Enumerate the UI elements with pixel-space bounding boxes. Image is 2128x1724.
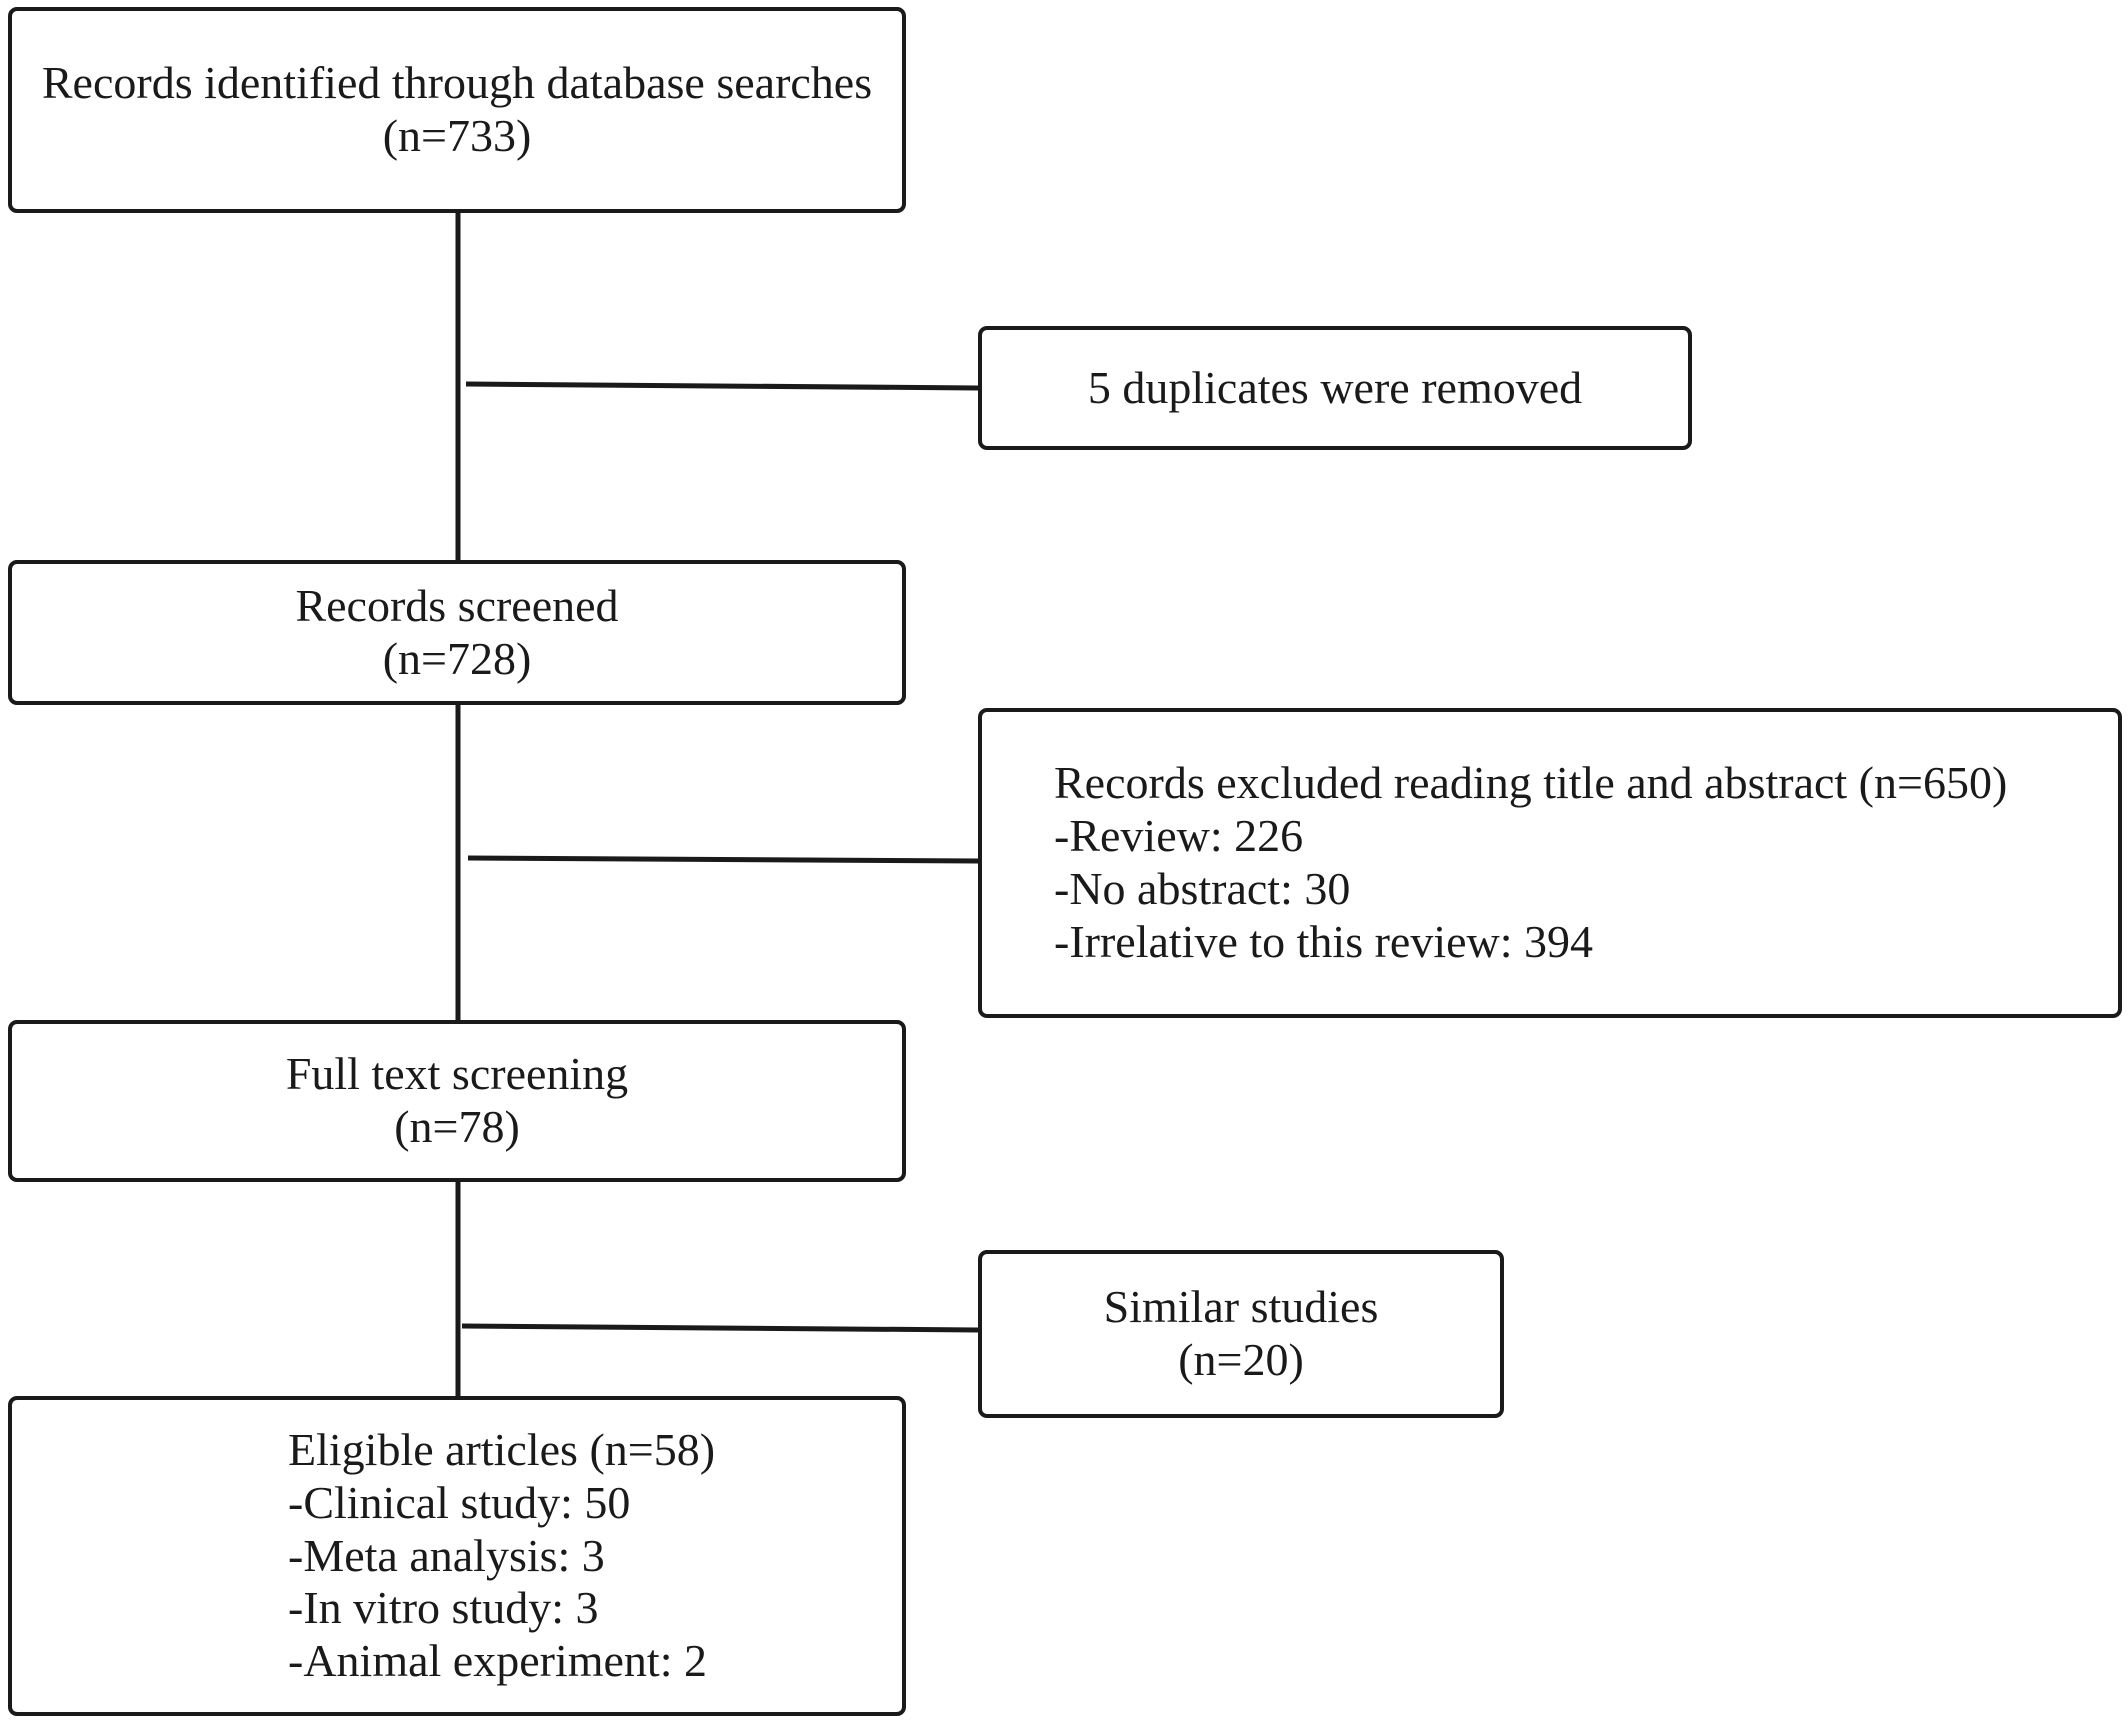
- records-screened-box: Records screened (n=728): [8, 560, 906, 705]
- eligible-clinical-item: -Clinical study: 50: [288, 1476, 631, 1528]
- records-screened-label: Records screened: [295, 579, 619, 631]
- records-excluded-label: Records excluded reading title and abstr…: [1054, 757, 2008, 809]
- records-identified-label: Records identified through database sear…: [41, 57, 873, 109]
- eligible-animal-item: -Animal experiment: 2: [288, 1635, 707, 1687]
- similar-studies-label: Similar studies: [1103, 1281, 1379, 1333]
- eligible-in-vitro-item: -In vitro study: 3: [288, 1582, 599, 1634]
- full-text-screening-label: Full text screening: [285, 1048, 629, 1100]
- excluded-review-item: -Review: 226: [1054, 810, 1304, 862]
- duplicates-removed-box: 5 duplicates were removed: [978, 326, 1692, 450]
- full-text-screening-box: Full text screening (n=78): [8, 1020, 906, 1182]
- full-text-screening-count: (n=78): [394, 1101, 520, 1152]
- excluded-no-abstract-item: -No abstract: 30: [1054, 863, 1351, 914]
- connector-to-duplicates: [465, 381, 979, 391]
- duplicates-removed-label: 5 duplicates were removed: [1087, 361, 1583, 413]
- eligible-articles-box: Eligible articles (n=58) -Clinical study…: [8, 1396, 906, 1716]
- records-identified-box: Records identified through database sear…: [8, 7, 906, 213]
- eligible-meta-analysis-item: -Meta analysis: 3: [288, 1529, 605, 1581]
- records-screened-count: (n=728): [382, 632, 532, 684]
- connector-to-excluded: [467, 855, 979, 864]
- excluded-irrelative-item: -Irrelative to this review: 394: [1054, 915, 1594, 967]
- records-excluded-box: Records excluded reading title and abstr…: [978, 708, 2122, 1018]
- records-identified-count: (n=733): [382, 110, 532, 161]
- connector-to-similar: [461, 1323, 979, 1333]
- eligible-articles-label: Eligible articles (n=58): [288, 1423, 716, 1475]
- similar-studies-box: Similar studies (n=20): [978, 1250, 1504, 1418]
- similar-studies-count: (n=20): [1178, 1334, 1304, 1385]
